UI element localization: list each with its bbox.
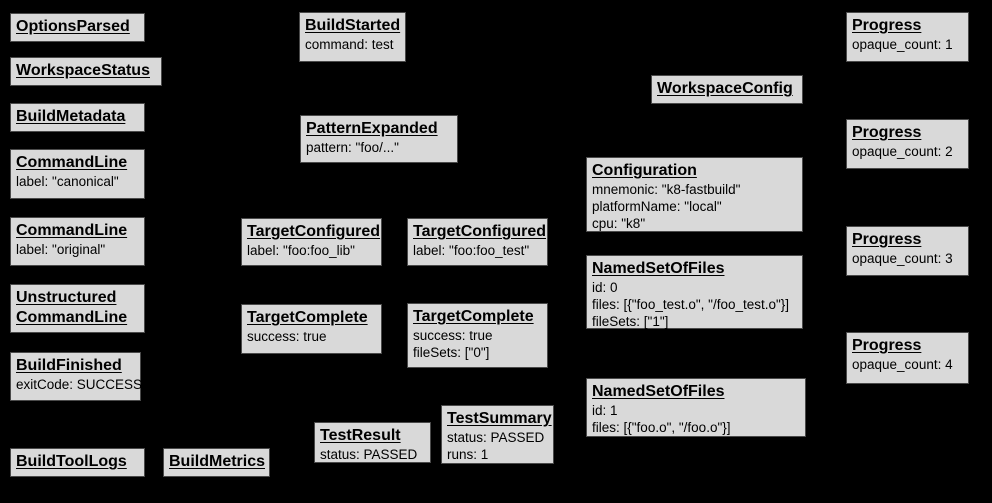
- event-box-buildfinished: BuildFinished exitCode: SUCCESS: [10, 352, 143, 401]
- event-box-buildtoollogs: BuildToolLogs: [10, 448, 145, 477]
- event-title: Progress: [852, 17, 922, 34]
- event-title: Progress: [852, 231, 922, 248]
- event-box-unstructured-commandline: Unstructured CommandLine: [10, 284, 145, 333]
- event-title: WorkspaceConfig: [657, 80, 793, 97]
- event-box-namedsetoffiles-0: NamedSetOfFiles id: 0 files: [{"foo_test…: [586, 255, 803, 329]
- event-box-buildstarted: BuildStarted command: test: [299, 12, 406, 62]
- event-title: CommandLine: [16, 222, 128, 239]
- event-field: success: true: [247, 329, 327, 344]
- event-box-buildmetrics: BuildMetrics: [163, 448, 270, 477]
- event-box-commandline-original: CommandLine label: "original": [10, 217, 145, 266]
- event-field: label: "original": [16, 242, 106, 257]
- event-box-progress-1: Progress opaque_count: 1: [846, 12, 969, 62]
- event-title: NamedSetOfFiles: [592, 383, 725, 400]
- event-field: mnemonic: "k8-fastbuild": [592, 182, 741, 197]
- event-title: BuildStarted: [305, 17, 401, 34]
- event-field: files: [{"foo_test.o", "/foo_test.o"}]: [592, 297, 790, 312]
- event-field: command: test: [305, 37, 394, 52]
- event-field: success: true: [413, 328, 493, 343]
- event-title: BuildMetrics: [169, 453, 266, 470]
- event-title: Progress: [852, 124, 922, 141]
- event-field: label: "foo:foo_test": [413, 243, 530, 258]
- event-box-targetcomplete-foo-test: TargetComplete success: true fileSets: […: [407, 303, 548, 368]
- event-box-buildmetadata: BuildMetadata: [10, 103, 145, 132]
- event-box-patternexpanded: PatternExpanded pattern: "foo/...": [300, 115, 458, 163]
- event-field: status: PASSED: [320, 447, 418, 462]
- event-title: TargetComplete: [413, 308, 534, 325]
- event-title: TargetConfigured: [413, 223, 547, 240]
- event-title: TestSummary: [447, 410, 552, 427]
- event-title: Configuration: [592, 162, 697, 179]
- event-box-namedsetoffiles-1: NamedSetOfFiles id: 1 files: [{"foo.o", …: [586, 378, 806, 437]
- event-field: id: 0: [592, 280, 618, 295]
- event-title: BuildFinished: [16, 357, 122, 374]
- event-title: OptionsParsed: [16, 18, 130, 35]
- event-field: fileSets: ["0"]: [413, 345, 490, 360]
- event-title: BuildMetadata: [16, 108, 126, 125]
- event-box-progress-4: Progress opaque_count: 4: [846, 332, 969, 384]
- event-box-targetconfigured-foo-lib: TargetConfigured label: "foo:foo_lib": [241, 218, 382, 266]
- event-field: opaque_count: 4: [852, 357, 953, 372]
- event-title: TargetComplete: [247, 309, 368, 326]
- event-title: TestResult: [320, 427, 401, 444]
- event-title: CommandLine: [16, 154, 128, 171]
- event-field: opaque_count: 1: [852, 37, 953, 52]
- event-box-testsummary: TestSummary status: PASSED runs: 1: [441, 405, 554, 464]
- event-title: BuildToolLogs: [16, 453, 127, 470]
- event-field: runs: 1: [447, 447, 489, 462]
- event-title: Unstructured: [16, 289, 117, 306]
- event-box-workspacestatus: WorkspaceStatus: [10, 57, 162, 86]
- event-box-configuration: Configuration mnemonic: "k8-fastbuild" p…: [586, 157, 803, 232]
- event-field: platformName: "local": [592, 199, 722, 214]
- event-field: cpu: "k8": [592, 216, 646, 231]
- event-box-progress-3: Progress opaque_count: 3: [846, 226, 969, 276]
- event-box-targetcomplete-foo-lib: TargetComplete success: true: [241, 304, 382, 354]
- event-field: status: PASSED: [447, 430, 545, 445]
- event-field: files: [{"foo.o", "/foo.o"}]: [592, 420, 731, 435]
- event-field: exitCode: SUCCESS: [16, 377, 143, 392]
- event-box-targetconfigured-foo-test: TargetConfigured label: "foo:foo_test": [407, 218, 548, 266]
- event-title: TargetConfigured: [247, 223, 381, 240]
- event-title: Progress: [852, 337, 922, 354]
- event-field: label: "foo:foo_lib": [247, 243, 355, 258]
- event-title: WorkspaceStatus: [16, 62, 150, 79]
- event-title: CommandLine: [16, 309, 128, 326]
- event-field: opaque_count: 3: [852, 251, 953, 266]
- event-title: NamedSetOfFiles: [592, 260, 725, 277]
- event-field: label: "canonical": [16, 174, 119, 189]
- event-box-workspaceconfig: WorkspaceConfig: [651, 75, 803, 104]
- event-box-progress-2: Progress opaque_count: 2: [846, 119, 969, 169]
- event-field: pattern: "foo/...": [306, 140, 399, 155]
- event-field: opaque_count: 2: [852, 144, 953, 159]
- event-box-testresult: TestResult status: PASSED: [314, 422, 431, 463]
- event-box-optionsparsed: OptionsParsed: [10, 13, 145, 42]
- event-box-commandline-canonical: CommandLine label: "canonical": [10, 149, 145, 199]
- event-field: fileSets: ["1"]: [592, 314, 669, 329]
- event-field: id: 1: [592, 403, 618, 418]
- event-title: PatternExpanded: [306, 120, 438, 137]
